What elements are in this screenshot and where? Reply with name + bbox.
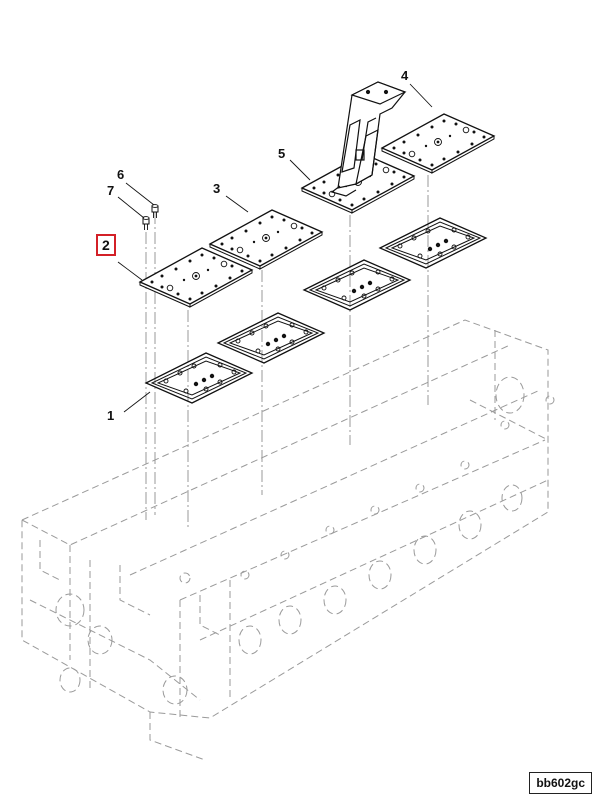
- callout-4: 4: [401, 68, 409, 83]
- cover-plate-item-2: [139, 247, 253, 308]
- callout-2-highlighted: 2: [96, 234, 116, 256]
- callout-3: 3: [213, 181, 221, 196]
- lifting-bracket: [330, 81, 407, 197]
- gasket-3: [303, 259, 411, 311]
- reference-code: bb602gc: [529, 772, 592, 794]
- callout-5: 5: [278, 146, 286, 161]
- callout-1: 1: [107, 408, 115, 423]
- callout-7: 7: [107, 183, 115, 198]
- callout-6: 6: [117, 167, 125, 182]
- gasket-1: [145, 352, 253, 404]
- gasket-4: [379, 217, 487, 269]
- leader-lines: [117, 83, 433, 413]
- cover-plate-item-4: [381, 113, 495, 174]
- engine-block-phantom: [21, 319, 555, 761]
- bolt-item-7: [142, 216, 150, 231]
- gasket-2: [217, 312, 325, 364]
